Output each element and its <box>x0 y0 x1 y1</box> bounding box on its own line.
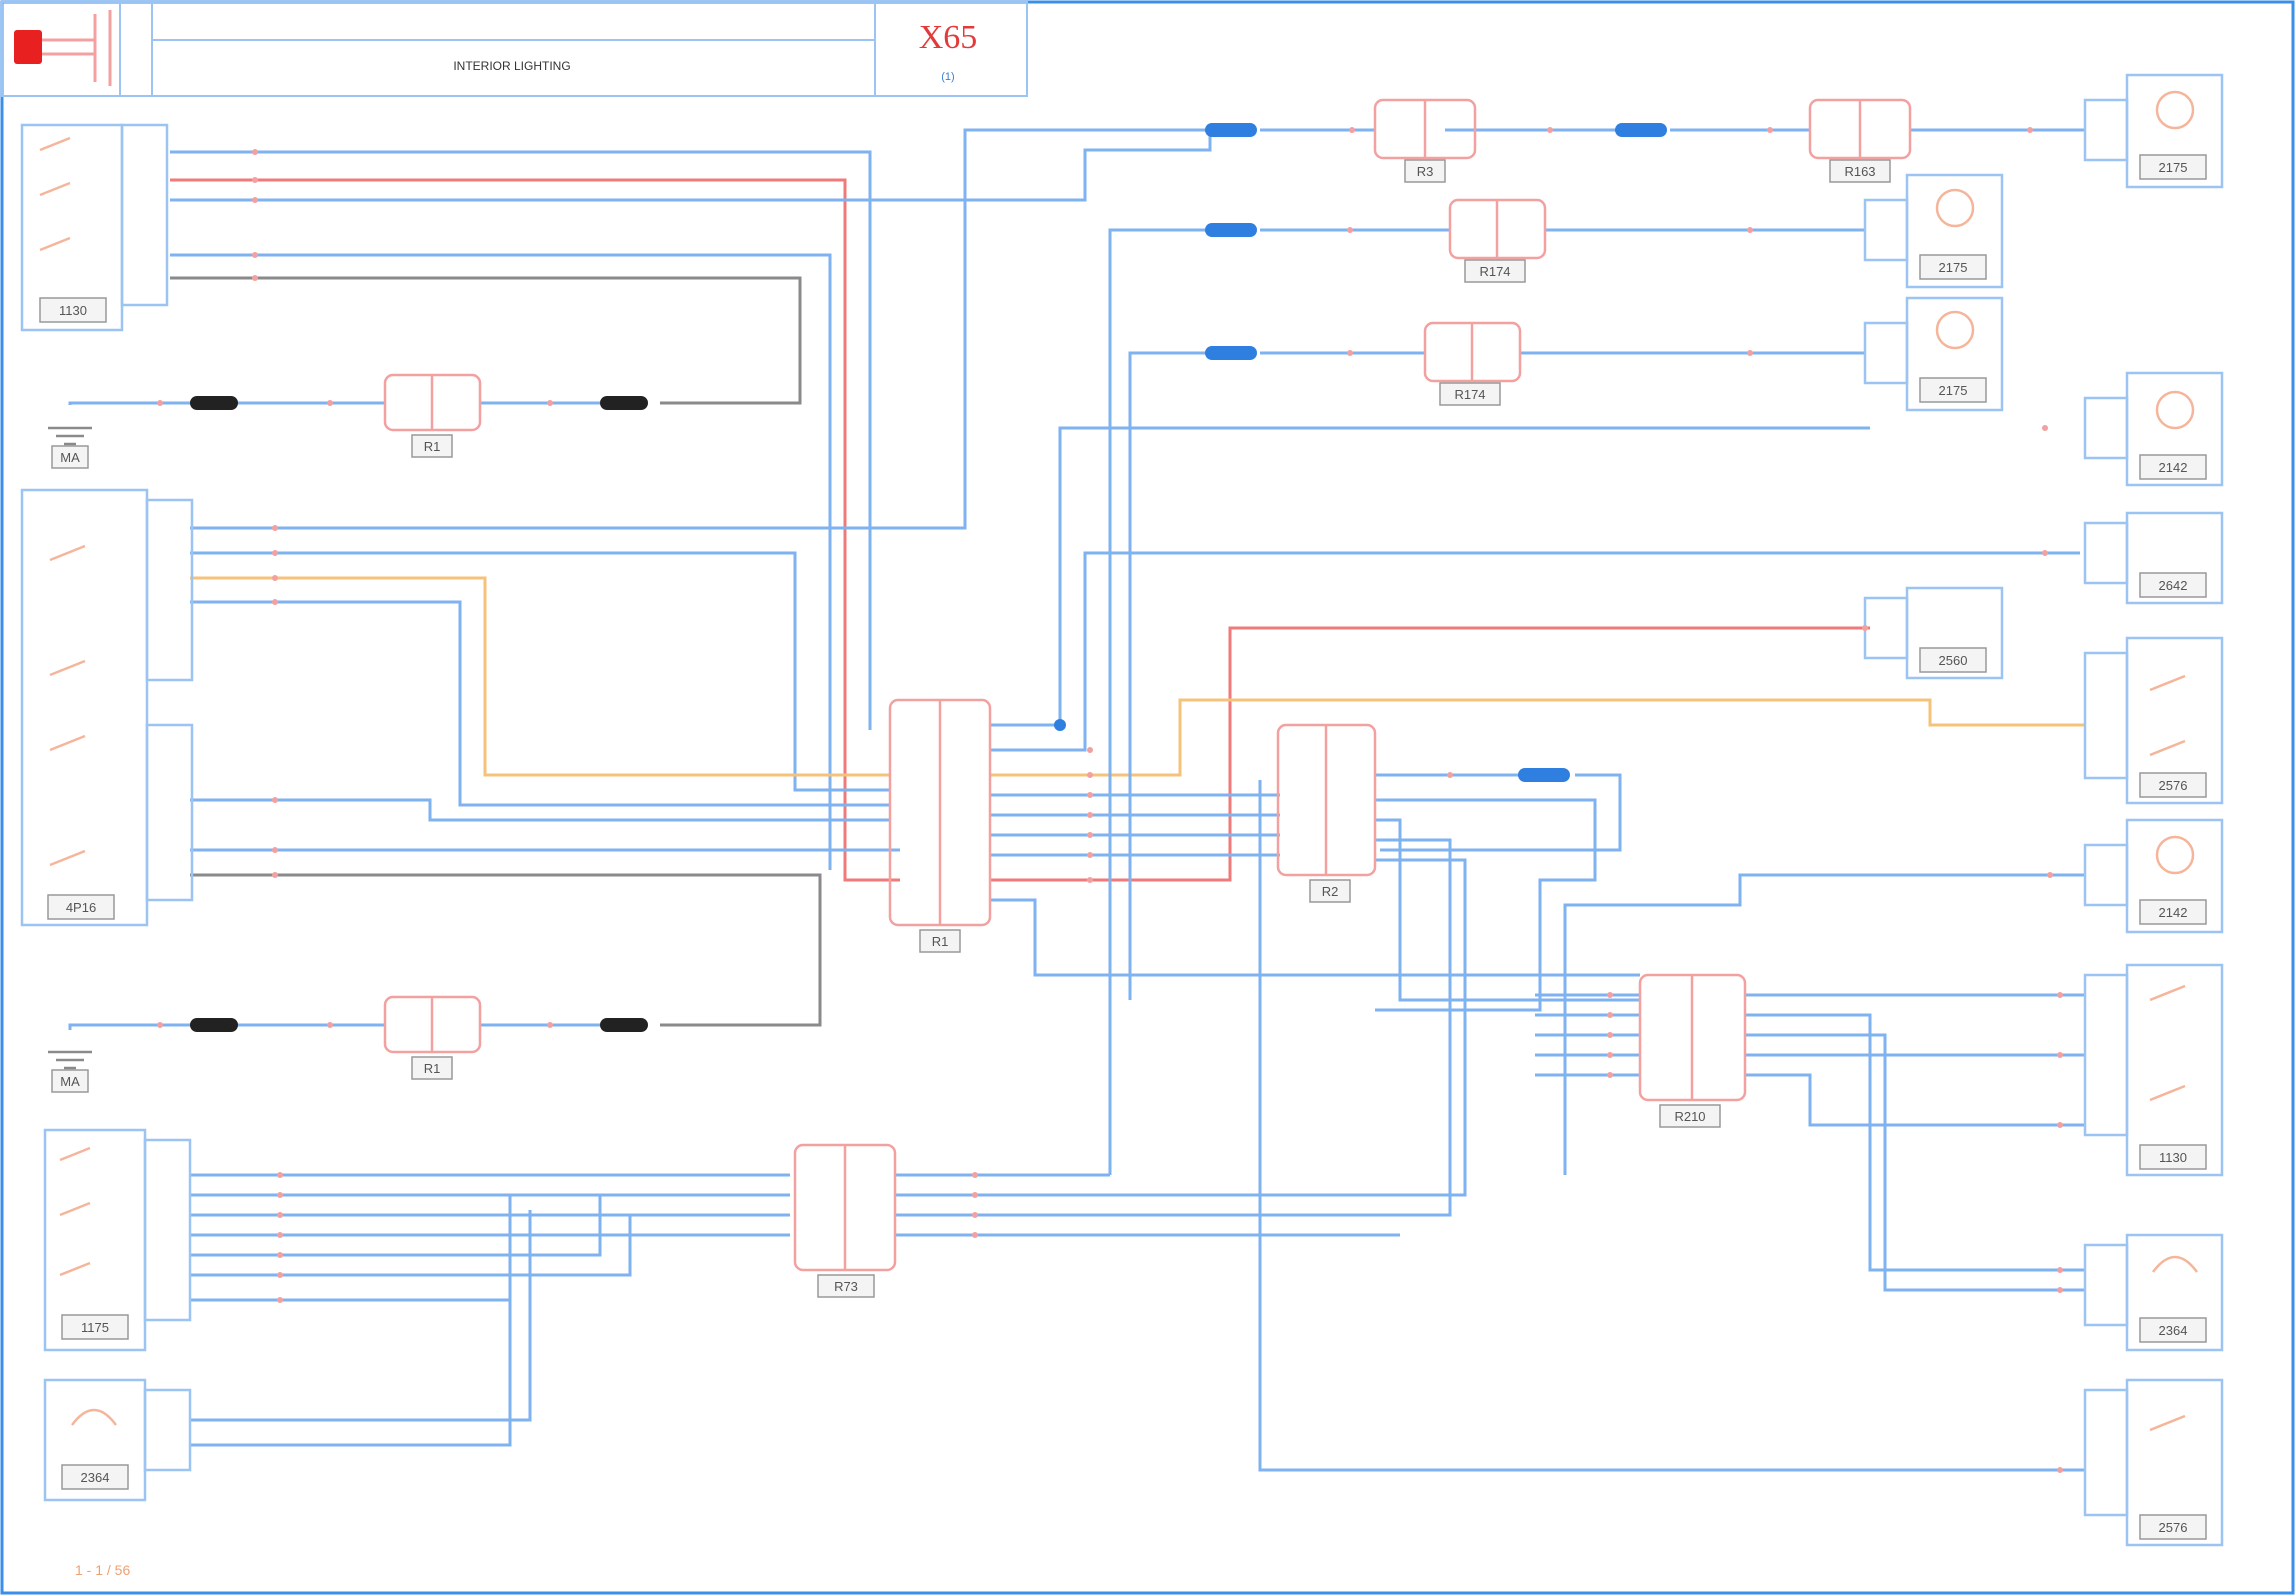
ground-icon <box>48 1050 92 1070</box>
lamp-icon <box>1935 310 1975 350</box>
lamp-r6-box <box>2125 636 2224 805</box>
splices <box>190 123 1667 1032</box>
components <box>20 73 2224 1547</box>
model-subcode: (1) <box>941 71 954 83</box>
diagram-title: INTERIOR LIGHTING <box>453 59 570 73</box>
lamp-r4-box <box>2125 371 2224 487</box>
label-conn-right: R210 <box>1674 1109 1705 1124</box>
lamp-r2-box <box>1905 173 2004 289</box>
lamp-r1-box <box>2125 73 2224 189</box>
title-block: INTERIOR LIGHTING X65 (1) <box>1 1 1028 97</box>
label-switch-top: 1130 <box>59 303 87 318</box>
lamp-r5-box <box>2125 511 2224 605</box>
page-reference: 1 - 1 / 56 <box>75 1562 130 1578</box>
lamp-icon <box>1935 188 1975 228</box>
wires <box>68 128 2085 1472</box>
splice-black <box>600 396 648 410</box>
label-switch-bottom: 1175 <box>81 1320 109 1335</box>
switch-r8-box <box>2125 963 2224 1177</box>
switch-mid-box <box>20 488 149 927</box>
switch-contact-icon <box>39 136 71 252</box>
label-lamp-r4: 2142 <box>2159 460 2188 475</box>
label-conn-top4: R174 <box>1454 387 1485 402</box>
splice-blue <box>1205 123 1257 137</box>
splice-blue <box>1205 346 1257 360</box>
component-labels: 1130 4P16 1175 2364 2175 2175 2175 2142 … <box>59 160 2187 1535</box>
lamp-icon <box>2155 390 2195 430</box>
lamp-icons <box>39 90 2199 1432</box>
splice-black <box>600 1018 648 1032</box>
label-conn-c1: R1 <box>424 439 441 454</box>
label-conn-bottom: R73 <box>834 1279 858 1294</box>
label-conn-top3: R174 <box>1479 264 1510 279</box>
label-lamp-r1: 2175 <box>2159 160 2188 175</box>
label-lamp-r9: 2364 <box>2159 1323 2188 1338</box>
label-tags <box>39 154 2207 1540</box>
lamp-r9-box <box>2125 1233 2224 1352</box>
plug-icon <box>14 10 112 86</box>
lamp-r7-box <box>2125 818 2224 934</box>
label-lamp-r5: 2642 <box>2159 578 2188 593</box>
module-mid-box <box>1905 586 2004 680</box>
lamp-icon <box>2155 835 2195 875</box>
splice-blue <box>1518 768 1570 782</box>
splice-black <box>190 396 238 410</box>
switch-contact-icon <box>59 1146 91 1277</box>
terminal-marks <box>157 127 2063 1473</box>
lamp-icon <box>2155 90 2195 130</box>
splice-blue <box>1205 223 1257 237</box>
junction-dot <box>1054 719 1066 731</box>
lamp-r10-box <box>2125 1378 2224 1547</box>
switch-contact-icon <box>49 544 86 867</box>
switch-contact-icon <box>2149 674 2186 1432</box>
label-lamp-r2: 2175 <box>1939 260 1968 275</box>
label-ground-1: MA <box>60 450 80 465</box>
speaker-icon <box>2151 1255 2199 1273</box>
splice-blue <box>1615 123 1667 137</box>
label-conn-top2: R163 <box>1844 164 1875 179</box>
label-ground-2: MA <box>60 1074 80 1089</box>
grounds <box>48 426 92 1070</box>
speaker-icon <box>70 1408 118 1426</box>
connectors <box>383 98 1912 1272</box>
label-lamp-bottom-left: 2364 <box>81 1470 110 1485</box>
label-lamp-r6: 2576 <box>2159 778 2188 793</box>
label-lamp-r7: 2142 <box>2159 905 2188 920</box>
ground-icon <box>48 426 92 446</box>
model-code: X65 <box>919 19 978 56</box>
label-conn-top1: R3 <box>1417 164 1434 179</box>
lamp-r3-box <box>1905 296 2004 412</box>
label-switch-r8: 1130 <box>2159 1150 2187 1165</box>
label-lamp-r3: 2175 <box>1939 383 1968 398</box>
splice-black <box>190 1018 238 1032</box>
label-conn-mid: R2 <box>1322 884 1339 899</box>
label-conn-c2: R1 <box>424 1061 441 1076</box>
label-lamp-r10: 2576 <box>2159 1520 2188 1535</box>
label-module-mid: 2560 <box>1939 653 1968 668</box>
label-conn-main: R1 <box>932 934 949 949</box>
label-switch-mid: 4P16 <box>66 900 96 915</box>
